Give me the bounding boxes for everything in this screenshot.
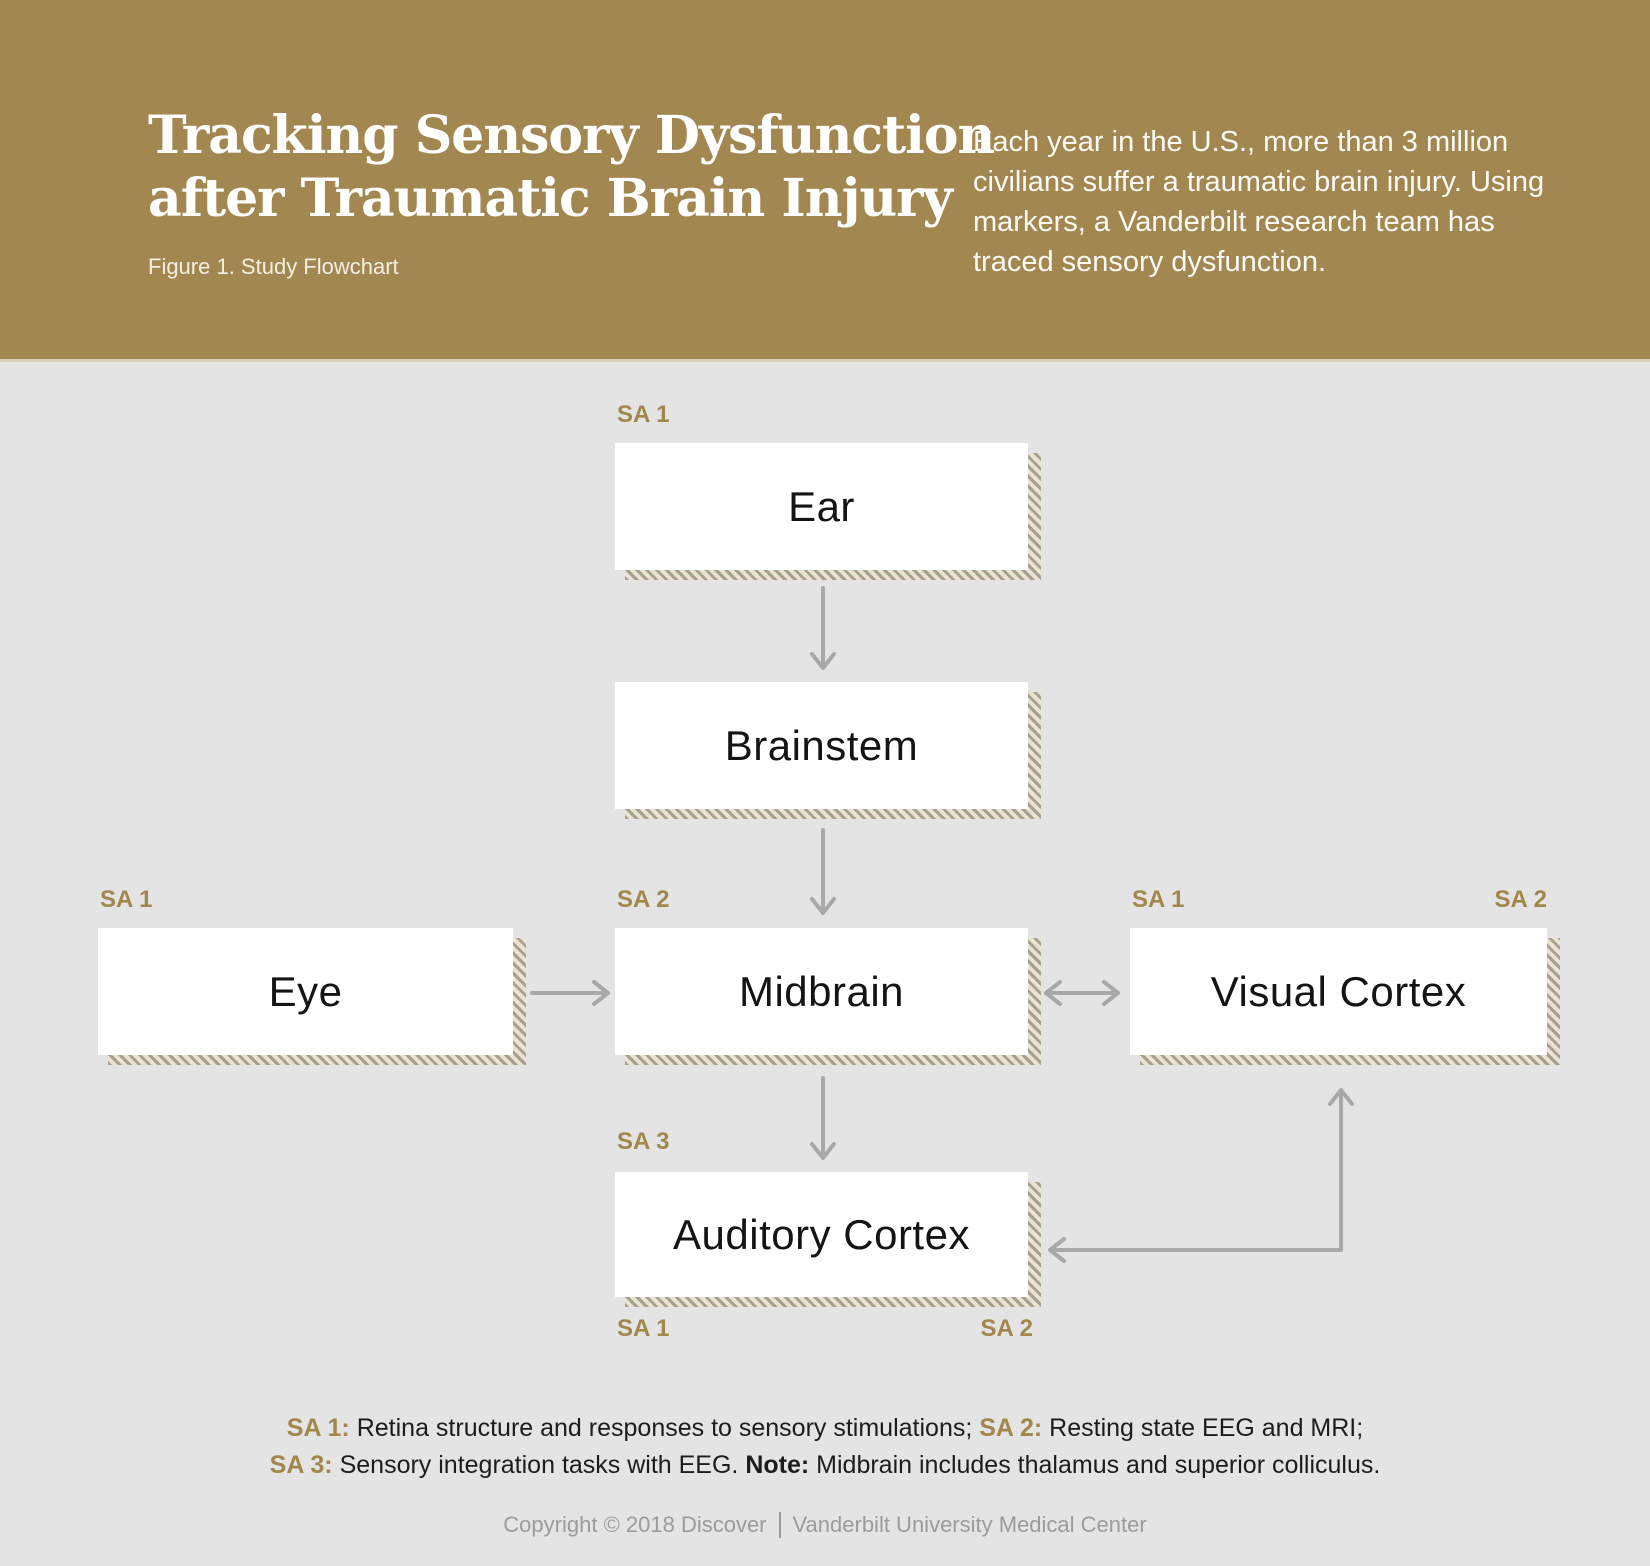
node-face: Auditory Cortex [615, 1172, 1028, 1297]
arrow-ear-to-brainstem [810, 586, 836, 670]
intro-line: civilians suffer a traumatic brain injur… [973, 166, 1545, 198]
legend-sa1-label: SA 1: [286, 1414, 350, 1442]
node-label: Visual Cortex [1210, 967, 1467, 1015]
node-face: Brainstem [615, 682, 1028, 809]
node-face: Visual Cortex [1130, 928, 1547, 1055]
node-label: Ear [788, 482, 855, 530]
copyright-line: Copyright © 2018 Discover Vanderbilt Univ… [0, 1510, 1650, 1540]
sa-tag-visual-top-left: SA 1 [1132, 886, 1185, 913]
header-band: Tracking Sensory Dysfunction after Traum… [0, 0, 1650, 362]
arrow-eye-to-midbrain [530, 980, 610, 1006]
intro-line: markers, a Vanderbilt research team has [973, 206, 1495, 238]
node-label: Brainstem [724, 721, 919, 769]
arrow-midbrain-to-auditory [810, 1076, 836, 1160]
page-title: Tracking Sensory Dysfunction after Traum… [148, 104, 995, 230]
intro-line: Each year in the U.S., more than 3 milli… [973, 126, 1509, 158]
sa-tag-auditory-top: SA 3 [617, 1128, 670, 1155]
node-label: Midbrain [738, 967, 905, 1015]
figure-label: Figure 1. Study Flowchart [148, 254, 399, 279]
sa-tag-eye-top: SA 1 [100, 886, 153, 913]
intro-line: traced sensory dysfunction. [973, 246, 1327, 278]
intro-paragraph: Each year in the U.S., more than 3 milli… [973, 122, 1544, 282]
legend: SA 1: Retina structure and responses to … [0, 1410, 1650, 1484]
flow-node-eye: Eye [98, 928, 526, 1065]
flow-node-visual-cortex: Visual Cortex [1130, 928, 1560, 1065]
sa-tag-auditory-bottom-left: SA 1 [617, 1315, 670, 1342]
page-title-line1: Tracking Sensory Dysfunction [148, 105, 995, 166]
node-label: Auditory Cortex [673, 1210, 970, 1258]
organization-text: Vanderbilt University Medical Center [792, 1512, 1147, 1537]
flow-node-ear: Ear [615, 443, 1041, 580]
node-face: Ear [615, 443, 1028, 570]
copyright-text: Copyright © 2018 Discover [503, 1512, 767, 1537]
legend-sa2-label: SA 2: [979, 1414, 1043, 1442]
arrow-brainstem-to-midbrain [810, 828, 836, 915]
flow-node-auditory-cortex: Auditory Cortex [615, 1172, 1041, 1307]
sa-tag-visual-top-right: SA 2 [1494, 886, 1547, 913]
node-face: Midbrain [615, 928, 1028, 1055]
legend-note-text: Midbrain includes thalamus and superior … [809, 1451, 1381, 1479]
legend-note-label: Note: [745, 1451, 810, 1479]
page-title-line2: after Traumatic Brain Injury [148, 168, 953, 229]
arrow-visual-auditory-elbow [1048, 1088, 1354, 1263]
node-label: Eye [268, 967, 343, 1015]
arrow-midbrain-visual-two-way [1044, 980, 1120, 1006]
flow-node-brainstem: Brainstem [615, 682, 1041, 819]
sa-tag-ear-top: SA 1 [617, 401, 670, 428]
node-face: Eye [98, 928, 513, 1055]
legend-sa3-label: SA 3: [269, 1451, 333, 1479]
legend-line-1: SA 1: Retina structure and responses to … [0, 1410, 1650, 1447]
legend-sa3-text: Sensory integration tasks with EEG. [332, 1451, 746, 1479]
legend-sa1-text: Retina structure and responses to sensor… [349, 1414, 980, 1442]
legend-sa2-text: Resting state EEG and MRI; [1042, 1414, 1364, 1442]
legend-line-2: SA 3: Sensory integration tasks with EEG… [0, 1447, 1650, 1484]
sa-tag-auditory-bottom-right: SA 2 [980, 1315, 1033, 1342]
flow-node-midbrain: Midbrain [615, 928, 1041, 1065]
copyright-divider [778, 1512, 781, 1538]
sa-tag-midbrain-top: SA 2 [617, 886, 670, 913]
